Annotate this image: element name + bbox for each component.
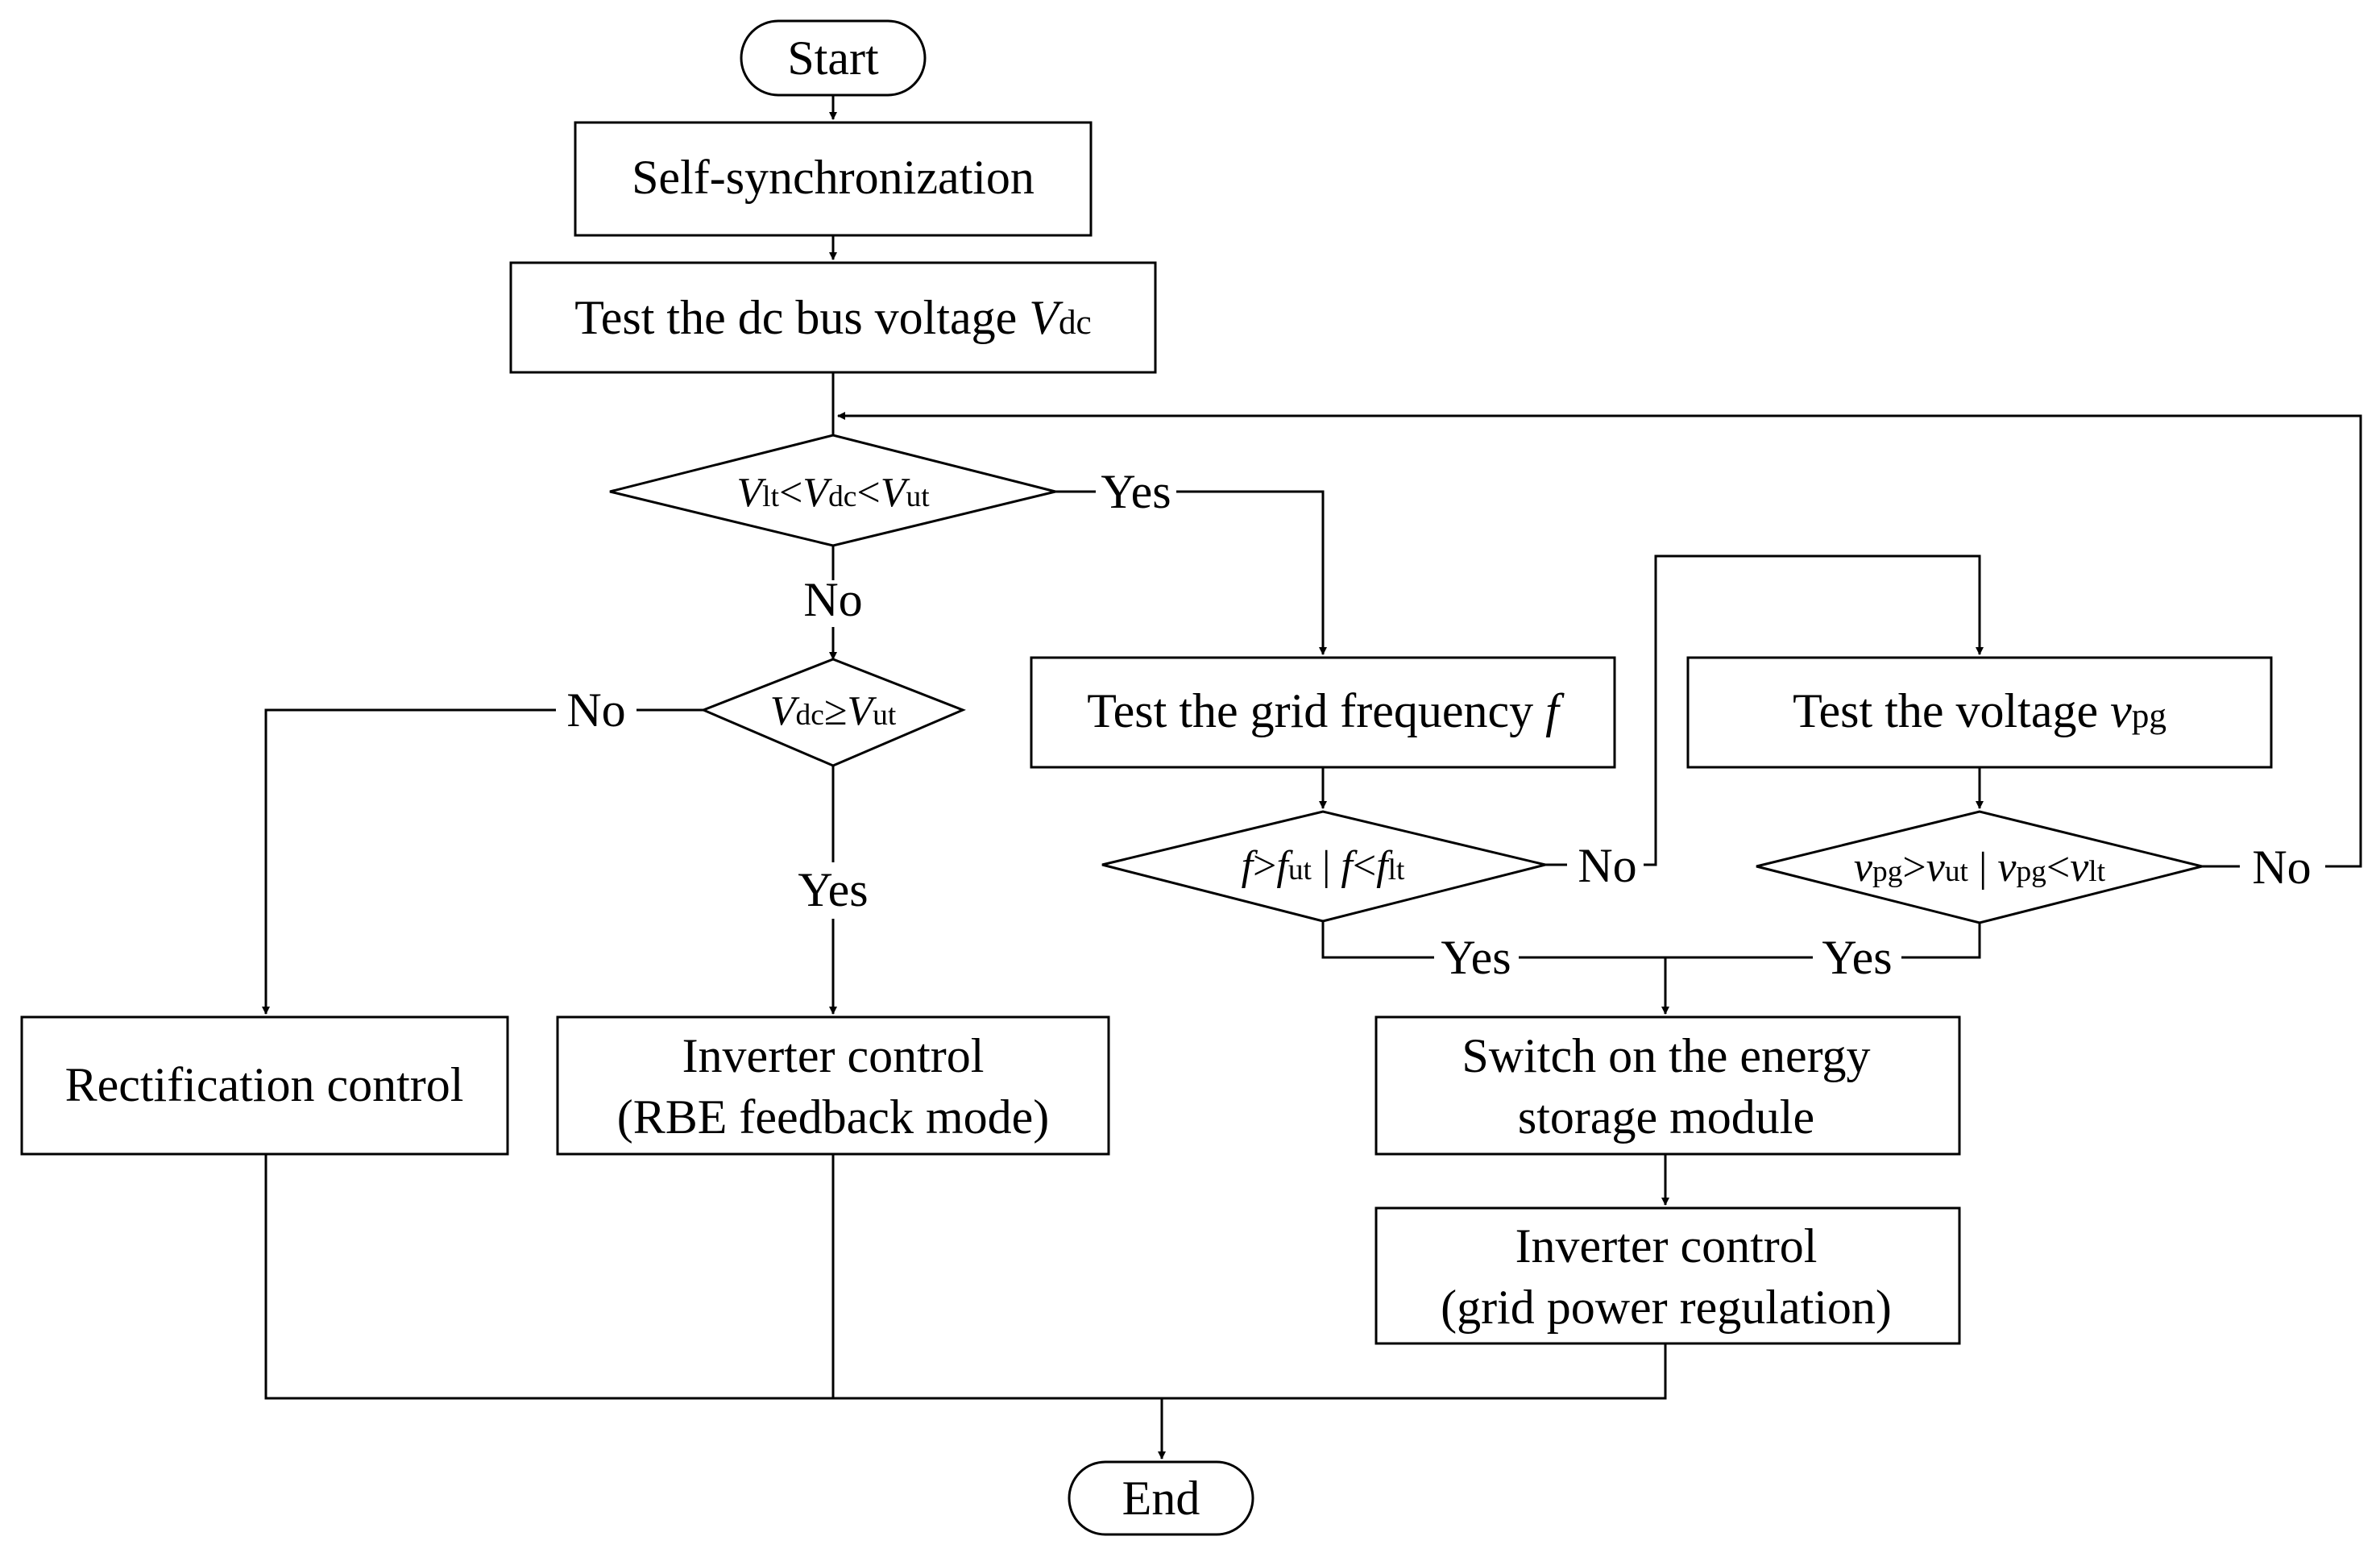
inverter-rbe-line1: Inverter control	[682, 1029, 985, 1082]
node-end: End	[1068, 1460, 1254, 1536]
node-start: Start	[740, 19, 927, 97]
edge-rectification-to-end	[264, 1154, 1667, 1400]
connectors	[262, 95, 2362, 1460]
self-sync-label: Self-synchronization	[632, 151, 1035, 204]
node-self-synchronization: Self-synchronization	[574, 121, 1093, 237]
node-test-dc-bus-voltage: Test the dc bus voltage Vdc	[509, 261, 1157, 374]
decision-vdc-ge-vut: Vdc≥Vut	[700, 658, 966, 767]
inverter-grid-line2: (grid power regulation)	[1441, 1281, 1892, 1334]
node-switch-energy-storage: Switch on the energy storage module	[1375, 1015, 1961, 1156]
edge-d3-yes-to-merge	[1321, 921, 1434, 959]
label-no-voltage: No	[2252, 841, 2311, 894]
label-no-vdc-ge: No	[566, 683, 625, 737]
decision-frequency-limits-label: f>fut | f<flt	[1242, 843, 1405, 889]
node-inverter-grid: Inverter control (grid power regulation)	[1375, 1206, 1961, 1345]
test-freq-label: Test the grid frequency f	[1087, 684, 1565, 737]
node-test-grid-frequency: Test the grid frequency f	[1030, 656, 1616, 769]
edge-d1-yes-to-testfreqb	[1176, 490, 1327, 655]
node-test-voltage: Test the voltage vpg	[1686, 656, 2273, 769]
inverter-rbe-line2: (RBE feedback mode)	[617, 1090, 1049, 1144]
decision-voltage-limits: vpg>vut | vpg<vlt	[1756, 810, 2203, 924]
label-yes-vdc-ge: Yes	[798, 863, 868, 916]
edge-d2-no-to-rectificationb	[262, 708, 556, 1015]
switch-line2: storage module	[1518, 1090, 1814, 1144]
start-label: Start	[787, 31, 879, 85]
node-inverter-rbe: Inverter control (RBE feedback mode)	[556, 1015, 1110, 1156]
decision-voltage-limits-label: vpg>vut | vpg<vlt	[1854, 845, 2106, 891]
decision-vdc-ge-vut-label: Vdc≥Vut	[770, 688, 897, 734]
switch-line1: Switch on the energy	[1462, 1029, 1870, 1082]
label-yes-frequency: Yes	[1441, 931, 1511, 984]
test-vdc-label: Test the dc bus voltage Vdc	[574, 291, 1091, 344]
label-no-frequency: No	[1578, 839, 1636, 892]
end-label: End	[1122, 1472, 1200, 1525]
decision-vdc-range: Vlt<Vdc<Vut	[609, 434, 1056, 547]
inverter-grid-line1: Inverter control	[1515, 1219, 1818, 1273]
test-voltage-label: Test the voltage vpg	[1793, 684, 2166, 737]
edge-d4-no-to-loopb	[837, 412, 2362, 868]
label-no-vdc-range: No	[803, 573, 862, 626]
edge-labels: Yes No No Yes No No Yes Yes	[566, 465, 2311, 984]
edge-d3-no-to-testvoltageb	[1644, 554, 1984, 866]
decision-vdc-range-label: Vlt<Vdc<Vut	[736, 470, 930, 516]
rectification-label: Rectification control	[65, 1058, 464, 1111]
decision-frequency-limits: f>fut | f<flt	[1101, 810, 1546, 923]
label-yes-voltage: Yes	[1822, 931, 1892, 984]
edge-d4-yes-to-merge	[1901, 923, 1981, 959]
node-rectification-control: Rectification control	[20, 1015, 509, 1156]
label-yes-vdc-range: Yes	[1101, 465, 1171, 518]
